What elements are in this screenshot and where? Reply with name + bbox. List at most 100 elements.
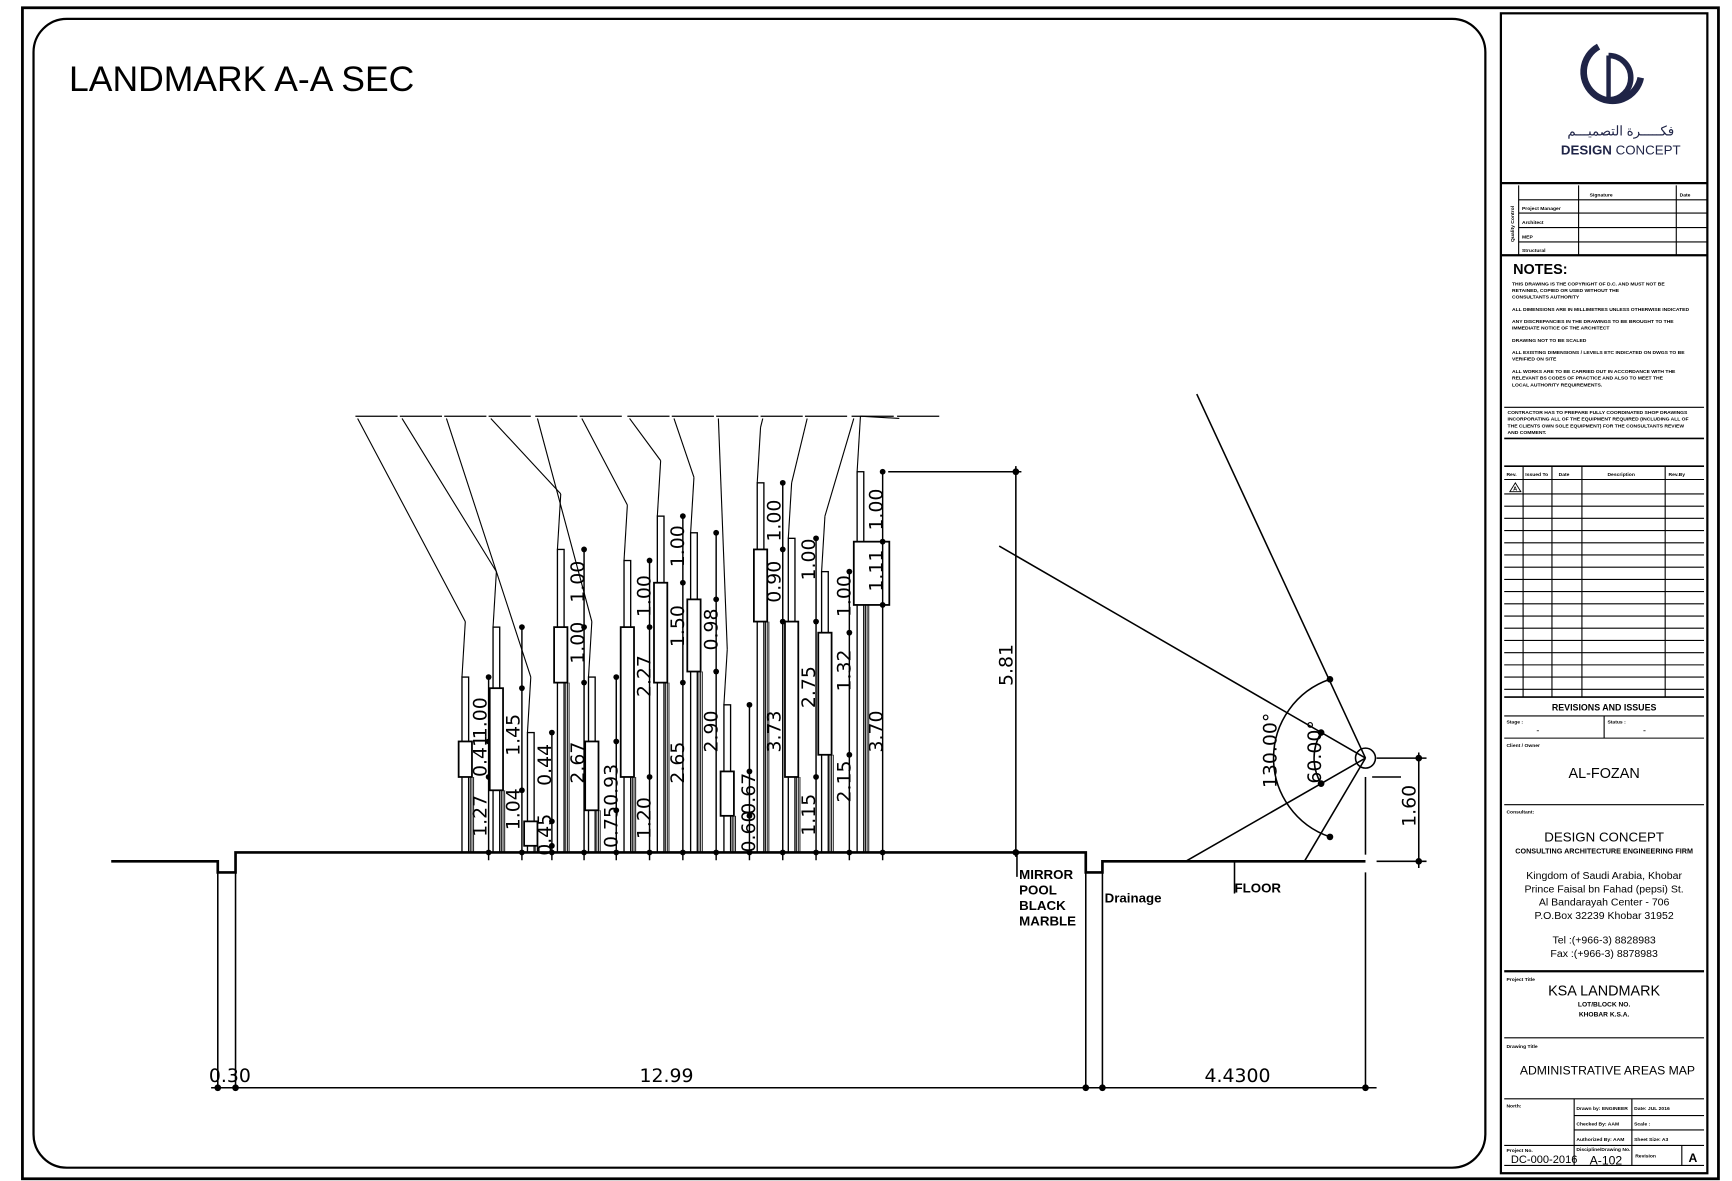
notes: NOTES: THIS DRAWING IS THE COPYRIGHT OF … bbox=[1508, 262, 1690, 436]
svg-text:ADMINISTRATIVE AREAS MAP: ADMINISTRATIVE AREAS MAP bbox=[1520, 1063, 1695, 1077]
svg-text:AND COMMENT.: AND COMMENT. bbox=[1508, 430, 1547, 436]
svg-text:THE CLIENTS OWN SOLE EQUIPMENT: THE CLIENTS OWN SOLE EQUIPMENT) FOR THE … bbox=[1508, 423, 1685, 429]
consultant-section: Consultant: DESIGN CONCEPT CONSULTING AR… bbox=[1506, 810, 1693, 960]
drawing-title-section: Drawing Title ADMINISTRATIVE AREAS MAP bbox=[1506, 1044, 1695, 1078]
svg-text:Date: JUL 2016: Date: JUL 2016 bbox=[1634, 1106, 1670, 1112]
design-concept-logo: فكـــــرة التصميـــم DESIGN CONCEPT bbox=[1561, 43, 1681, 157]
project-title: KSA LANDMARK bbox=[1548, 984, 1660, 1000]
column-dim-label: 1.00 bbox=[469, 697, 491, 739]
column-dim-label: 1.11 bbox=[866, 550, 888, 592]
column-dim-label: 1.00 bbox=[634, 575, 656, 617]
svg-text:VERIFIED ON SITE: VERIFIED ON SITE bbox=[1512, 357, 1557, 363]
svg-text:Sheet Size: A3: Sheet Size: A3 bbox=[1634, 1137, 1668, 1143]
svg-text:THIS DRAWING IS THE COPYRIGHT: THIS DRAWING IS THE COPYRIGHT OF D.C. AN… bbox=[1512, 281, 1665, 287]
svg-text:LOT/BLOCK NO.: LOT/BLOCK NO. bbox=[1578, 1002, 1631, 1009]
column-dim-label: 1.00 bbox=[667, 525, 689, 567]
column-dim-label: 0.98 bbox=[700, 608, 722, 650]
columns: 1.000.411.271.451.040.440.451.001.002.67… bbox=[457, 468, 891, 861]
svg-text:ALL DIMENSIONS ARE IN MILLIMET: ALL DIMENSIONS ARE IN MILLIMETRES UNLESS… bbox=[1512, 307, 1689, 313]
column-dim-label: 1.00 bbox=[567, 561, 589, 603]
svg-text:MIRROR: MIRROR bbox=[1019, 867, 1073, 882]
svg-text:Revision: Revision bbox=[1635, 1154, 1656, 1160]
column-dim-label: 2.15 bbox=[833, 761, 855, 803]
column-dim-label: 2.75 bbox=[798, 666, 820, 708]
revisions-title: REVISIONS AND ISSUES bbox=[1552, 702, 1657, 712]
svg-text:ALL WORKS ARE TO BE CARRIED OU: ALL WORKS ARE TO BE CARRIED OUT IN ACCOR… bbox=[1512, 369, 1676, 375]
column-9: 0.670.60 bbox=[719, 701, 760, 861]
dim-bottom-left: 0.30 bbox=[209, 1065, 251, 1087]
floor-label: FLOOR bbox=[1235, 880, 1282, 895]
column-dim-label: 1.00 bbox=[567, 622, 589, 664]
svg-text:IMMEDIATE NOTICE OF THE ARCHIT: IMMEDIATE NOTICE OF THE ARCHITECT bbox=[1512, 326, 1609, 332]
svg-text:Kingdom of Saudi Arabia, Khoba: Kingdom of Saudi Arabia, Khobar bbox=[1526, 870, 1682, 882]
client-section: Client / Owner AL-FOZAN bbox=[1506, 743, 1639, 782]
svg-text:-: - bbox=[1536, 726, 1539, 736]
column-dim-label: 1.00 bbox=[798, 539, 820, 581]
svg-text:Date: Date bbox=[1559, 472, 1570, 478]
column-7: 1.001.502.65 bbox=[653, 513, 689, 861]
column-dim-label: 1.20 bbox=[634, 797, 656, 839]
svg-text:Architect: Architect bbox=[1522, 220, 1544, 226]
column-dim-label: 0.90 bbox=[764, 561, 786, 603]
drawing-title: LANDMARK A-A SEC bbox=[69, 59, 414, 99]
svg-text:MARBLE: MARBLE bbox=[1019, 914, 1076, 929]
svg-text:RELEVANT BS CODES OF PRACTICE: RELEVANT BS CODES OF PRACTICE AND ALSO T… bbox=[1512, 376, 1664, 382]
svg-text:MEP: MEP bbox=[1522, 235, 1533, 241]
svg-text:A: A bbox=[1688, 1151, 1697, 1165]
svg-text:Prince Faisal bn Fahad (pepsi): Prince Faisal bn Fahad (pepsi) St. bbox=[1525, 883, 1684, 895]
svg-text:Drawn by: ENGINEER: Drawn by: ENGINEER bbox=[1576, 1106, 1628, 1112]
svg-text:Fax :(+966-3) 8878983: Fax :(+966-3) 8878983 bbox=[1550, 948, 1658, 960]
column-6: 1.00 2.27 1.20 bbox=[619, 557, 656, 861]
column-dim-label: 3.73 bbox=[764, 711, 786, 753]
title-block bbox=[1499, 12, 1709, 1175]
column-dim-label: 1.27 bbox=[469, 795, 491, 837]
dim-overall-height: 5.81 bbox=[996, 644, 1018, 686]
dim-light-height: 1.60 bbox=[1398, 785, 1420, 827]
svg-text:Description: Description bbox=[1607, 472, 1634, 478]
svg-text:Stage :: Stage : bbox=[1506, 720, 1523, 726]
svg-text:Checked By: AAM: Checked By: AAM bbox=[1576, 1122, 1619, 1128]
column-dim-label: 0.60 bbox=[738, 810, 760, 852]
column-dim-label: 1.32 bbox=[833, 650, 855, 692]
svg-text:CONSULTANTS AUTHORITY: CONSULTANTS AUTHORITY bbox=[1512, 295, 1580, 301]
svg-text:Rev.By: Rev.By bbox=[1669, 472, 1686, 478]
leader-lines bbox=[355, 415, 940, 733]
column-dim-label: 2.65 bbox=[667, 742, 689, 784]
svg-text:DESIGN CONCEPT: DESIGN CONCEPT bbox=[1561, 142, 1681, 157]
svg-text:ALL EXISTING DIMENSIONS / LEVE: ALL EXISTING DIMENSIONS / LEVELS ETC IND… bbox=[1512, 350, 1685, 356]
column-dim-label: 0.45 bbox=[534, 814, 556, 856]
svg-text:Authorized By: AAM: Authorized By: AAM bbox=[1576, 1137, 1624, 1143]
pool-note: MIRROR POOL BLACK MARBLE bbox=[1016, 852, 1076, 929]
svg-text:Structural: Structural bbox=[1522, 248, 1546, 254]
column-dim-label: 0.44 bbox=[534, 744, 556, 786]
svg-text:P.O.Box 32239 Khobar 31952: P.O.Box 32239 Khobar 31952 bbox=[1535, 910, 1674, 922]
column-dim-label: 1.00 bbox=[764, 500, 786, 542]
column-11: 1.002.751.15 bbox=[784, 535, 820, 861]
svg-text:ANY DISCREPANCIES IN THE DRAWI: ANY DISCREPANCIES IN THE DRAWINGS TO BE … bbox=[1512, 319, 1674, 325]
angle-outer: 130.00° bbox=[1260, 713, 1282, 788]
dim-bottom-pool: 12.99 bbox=[640, 1065, 694, 1087]
svg-text:Project No.: Project No. bbox=[1506, 1148, 1533, 1154]
svg-text:Discipline/Drawing No.: Discipline/Drawing No. bbox=[1576, 1147, 1631, 1153]
column-dim-label: 2.67 bbox=[567, 742, 589, 784]
project-section: Project Title KSA LANDMARK LOT/BLOCK NO.… bbox=[1506, 977, 1660, 1019]
column-dim-label: 2.27 bbox=[634, 655, 656, 697]
drawing-frame bbox=[32, 17, 1487, 1169]
column-dim-label: 3.70 bbox=[866, 711, 888, 753]
dim-bottom-right: 4.4300 bbox=[1205, 1065, 1271, 1087]
column-10: 1.00 0.90 3.73 bbox=[753, 479, 786, 861]
svg-text:فكـــــرة التصميـــم: فكـــــرة التصميـــم bbox=[1567, 123, 1674, 139]
svg-text:Date: Date bbox=[1680, 192, 1691, 198]
svg-text:AL-FOZAN: AL-FOZAN bbox=[1569, 766, 1640, 782]
svg-text:POOL: POOL bbox=[1019, 883, 1057, 898]
svg-text:Project Title: Project Title bbox=[1506, 977, 1535, 983]
svg-text:INCORPORATING ALL OF THE EQUIP: INCORPORATING ALL OF THE EQUIPMENT REQUI… bbox=[1508, 417, 1689, 423]
svg-text:Scale :: Scale : bbox=[1634, 1122, 1650, 1128]
column-dim-label: 1.04 bbox=[503, 788, 525, 830]
light-beam-diagram bbox=[998, 393, 1427, 868]
svg-text:Project Manager: Project Manager bbox=[1522, 206, 1561, 212]
svg-text:A-102: A-102 bbox=[1590, 1153, 1623, 1167]
svg-text:DRAWING NOT TO BE SCALED: DRAWING NOT TO BE SCALED bbox=[1512, 338, 1587, 344]
svg-text:Client / Owner: Client / Owner bbox=[1506, 743, 1540, 749]
